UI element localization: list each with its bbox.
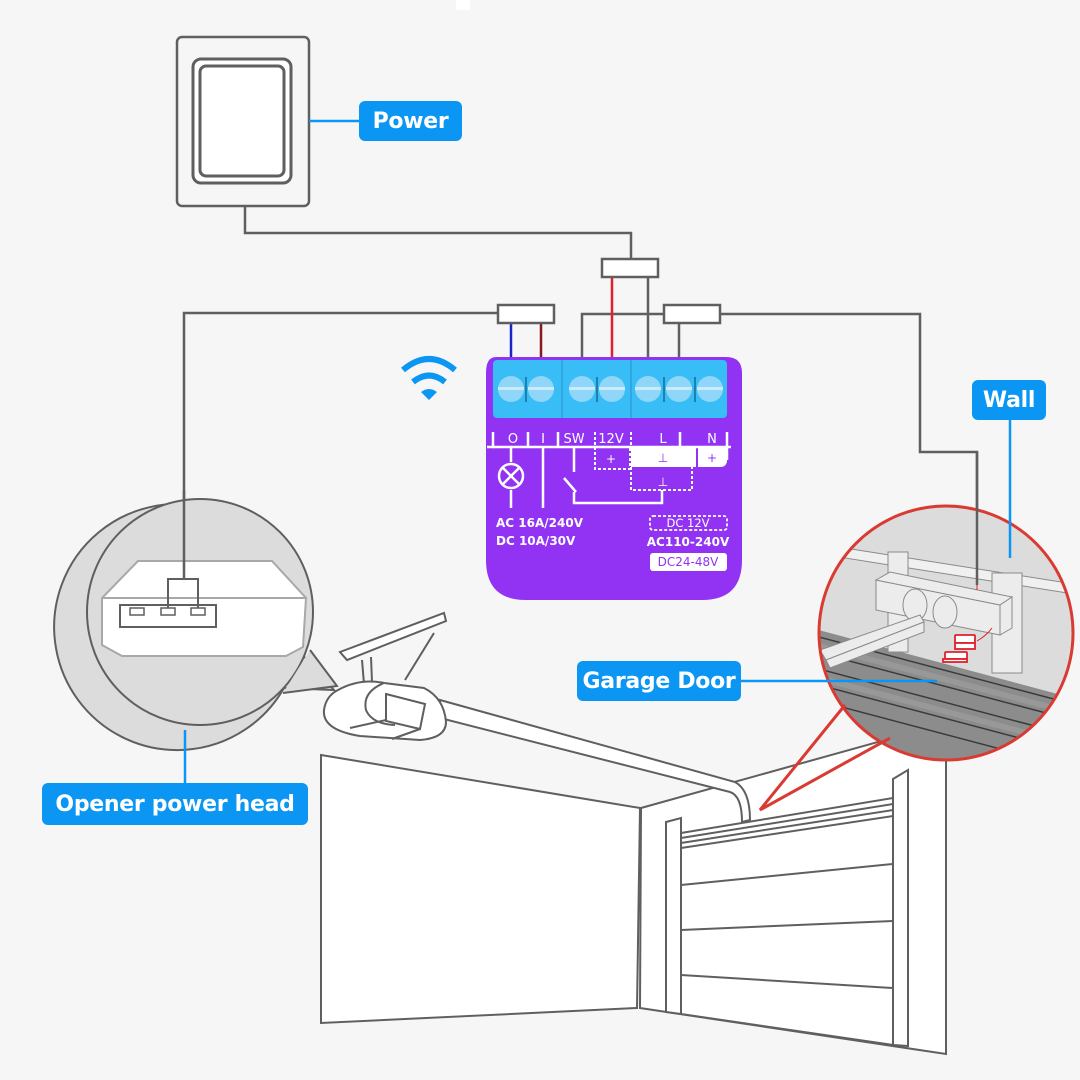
supply-dc24: DC24-48V bbox=[658, 555, 719, 569]
opener-callout bbox=[53, 498, 339, 752]
terminal-screws bbox=[498, 376, 723, 402]
screw-slot bbox=[498, 387, 524, 390]
left-door-post bbox=[665, 816, 682, 1016]
power-supply bbox=[175, 35, 311, 208]
screw-slot bbox=[528, 387, 554, 390]
ground-l-symbol: ⊥ bbox=[658, 451, 668, 465]
garage-room bbox=[320, 721, 947, 1056]
dashed-dc12-box bbox=[649, 515, 728, 531]
label-opener-power-head: Opener power head bbox=[42, 783, 308, 825]
opener-head-unit bbox=[322, 611, 448, 742]
right-door-post bbox=[892, 768, 909, 1048]
screw-slot bbox=[599, 387, 625, 390]
terminal-divider bbox=[694, 377, 696, 402]
plus-12v-symbol: + bbox=[606, 452, 616, 466]
l-ground-box bbox=[631, 447, 696, 467]
screw-slot bbox=[697, 387, 723, 390]
left-wall bbox=[320, 753, 642, 1025]
wifi-icon bbox=[401, 356, 457, 400]
n-plus-box bbox=[698, 447, 727, 467]
supply-ac: AC110-240V bbox=[647, 535, 730, 549]
dashed-ground-box bbox=[630, 467, 693, 491]
terminal-label-12v: 12V bbox=[598, 432, 624, 447]
terminal-divider bbox=[525, 377, 527, 402]
junction-top bbox=[600, 257, 660, 279]
rating-dc: DC 10A/30V bbox=[496, 534, 576, 548]
terminal-label-l: L bbox=[659, 432, 667, 447]
terminal-label-n: N bbox=[707, 432, 717, 447]
smart-relay-module: O I SW 12V L N + ⊥ + ⊥ AC 16A/240V DC 10… bbox=[486, 357, 742, 600]
dashed-12v-box bbox=[594, 432, 631, 470]
plus-n-symbol: + bbox=[707, 451, 717, 465]
terminal-divider bbox=[663, 377, 665, 402]
terminal-label-sw: SW bbox=[563, 432, 584, 447]
screw-slot bbox=[666, 387, 692, 390]
wire-sw bbox=[580, 312, 665, 374]
top-artifact bbox=[456, 0, 470, 10]
door-sensor-icon bbox=[942, 634, 976, 663]
rating-ac: AC 16A/240V bbox=[496, 516, 584, 530]
terminal-divider bbox=[596, 377, 598, 402]
garage-door-callout bbox=[758, 504, 1075, 812]
label-power: Power bbox=[359, 101, 462, 141]
supply-dc12: DC 12V bbox=[666, 516, 709, 530]
label-wall: Wall bbox=[972, 380, 1046, 420]
ground-dashed-symbol: ⊥ bbox=[658, 475, 668, 489]
junction-right bbox=[662, 303, 722, 325]
opener-rail bbox=[439, 698, 752, 824]
screw-slot bbox=[569, 387, 595, 390]
terminal-label-i: I bbox=[541, 432, 545, 447]
screw-slot bbox=[635, 387, 661, 390]
terminal-label-o: O bbox=[508, 432, 518, 447]
wire-power-to-junction bbox=[243, 206, 633, 260]
label-garage-door: Garage Door bbox=[577, 661, 741, 701]
garage-door-panel bbox=[680, 796, 894, 1047]
dc24-box bbox=[650, 553, 727, 571]
junction-left bbox=[496, 303, 556, 325]
